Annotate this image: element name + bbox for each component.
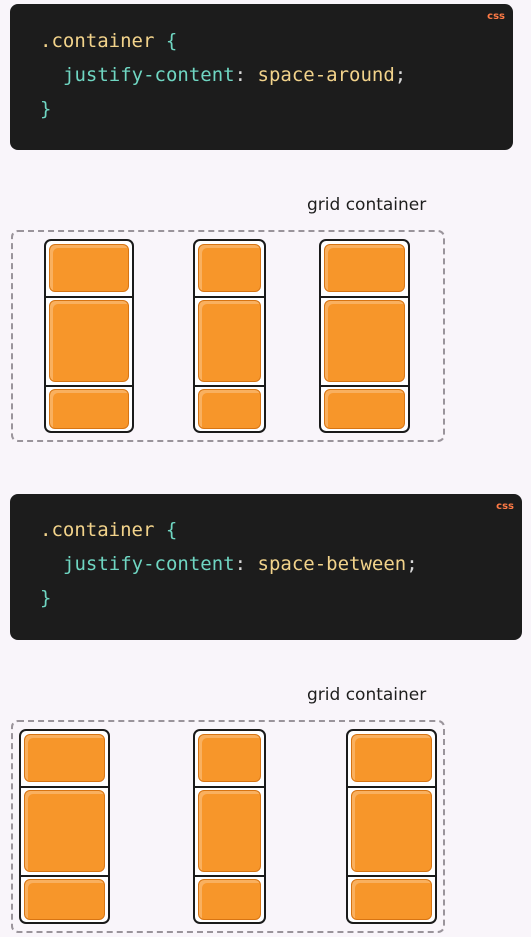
grid-item: [198, 790, 261, 872]
row-line: [195, 786, 264, 788]
row-line: [348, 875, 435, 877]
close-brace: }: [40, 587, 52, 609]
grid-item: [324, 389, 405, 429]
row-line: [348, 786, 435, 788]
grid-item: [24, 734, 105, 782]
grid-item: [351, 879, 432, 920]
code-block-space-between: css .container { justify-content: space-…: [10, 494, 522, 640]
open-brace: {: [165, 519, 178, 541]
row-line: [195, 875, 264, 877]
css-semicolon: ;: [394, 64, 407, 86]
css-selector: .container: [40, 30, 155, 52]
grid-item: [351, 790, 432, 872]
css-value: space-around: [257, 64, 395, 86]
grid-container-space-between: [11, 720, 445, 933]
css-colon: :: [234, 64, 247, 86]
grid-item: [49, 389, 129, 429]
grid-item: [198, 879, 261, 920]
grid-item: [324, 300, 405, 382]
grid-item: [198, 244, 261, 292]
grid-column-3: [319, 239, 410, 433]
css-semicolon: ;: [406, 553, 418, 575]
language-tag: css: [487, 11, 505, 22]
grid-item: [351, 734, 432, 782]
row-line: [321, 296, 408, 298]
code-line-selector: .container {: [40, 29, 177, 53]
grid-item: [198, 300, 261, 382]
grid-item: [49, 300, 129, 382]
grid-item: [198, 734, 261, 782]
css-value: space-between: [257, 553, 407, 575]
grid-column-3: [346, 729, 437, 924]
grid-column-1: [44, 239, 134, 433]
row-line: [21, 786, 108, 788]
css-selector: .container: [40, 519, 155, 541]
row-line: [195, 296, 264, 298]
grid-column-2: [193, 239, 266, 433]
code-block-space-around: css .container { justify-content: space-…: [10, 4, 513, 150]
grid-column-1: [19, 729, 110, 924]
row-line: [195, 385, 264, 387]
css-property: justify-content: [63, 553, 235, 575]
grid-item: [198, 389, 261, 429]
code-line-declaration: justify-content: space-between;: [63, 552, 418, 576]
grid-item: [324, 244, 405, 292]
row-line: [46, 296, 132, 298]
open-brace: {: [165, 30, 178, 52]
grid-column-2: [193, 729, 266, 924]
code-line-close: }: [40, 97, 51, 121]
grid-container-label: grid container: [307, 685, 427, 705]
row-line: [46, 385, 132, 387]
css-colon: :: [234, 553, 247, 575]
row-line: [321, 385, 408, 387]
code-line-close: }: [40, 586, 51, 610]
close-brace: }: [40, 98, 52, 120]
code-line-selector: .container {: [40, 518, 177, 542]
grid-container-space-around: [11, 230, 445, 442]
code-line-declaration: justify-content: space-around;: [63, 63, 406, 87]
grid-item: [49, 244, 129, 292]
row-line: [21, 875, 108, 877]
grid-container-label: grid container: [307, 195, 427, 215]
language-tag: css: [496, 501, 514, 512]
css-property: justify-content: [63, 64, 235, 86]
grid-item: [24, 790, 105, 872]
grid-item: [24, 879, 105, 920]
